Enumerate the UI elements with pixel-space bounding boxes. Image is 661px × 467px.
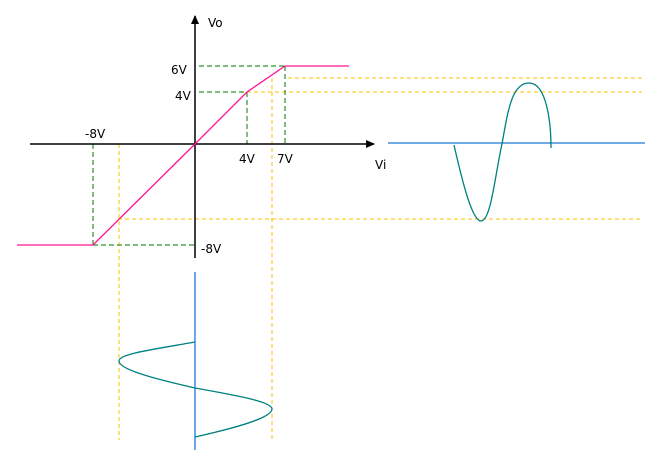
transfer-curve (17, 65, 349, 246)
input-waveform (118, 341, 273, 438)
tick-label-x-4v: 4V (239, 152, 256, 166)
tick-label-y-neg8v: -8V (201, 242, 222, 256)
tick-label-x-7v: 7V (277, 152, 294, 166)
tick-label-y-6v: 6V (171, 63, 188, 77)
tick-label-x-neg8v: -8V (85, 127, 106, 141)
vi-axis-label: Vi (375, 158, 386, 172)
tick-label-y-4v: 4V (175, 89, 192, 103)
output-waveform (453, 82, 552, 222)
vo-axis-label: Vo (208, 16, 223, 30)
